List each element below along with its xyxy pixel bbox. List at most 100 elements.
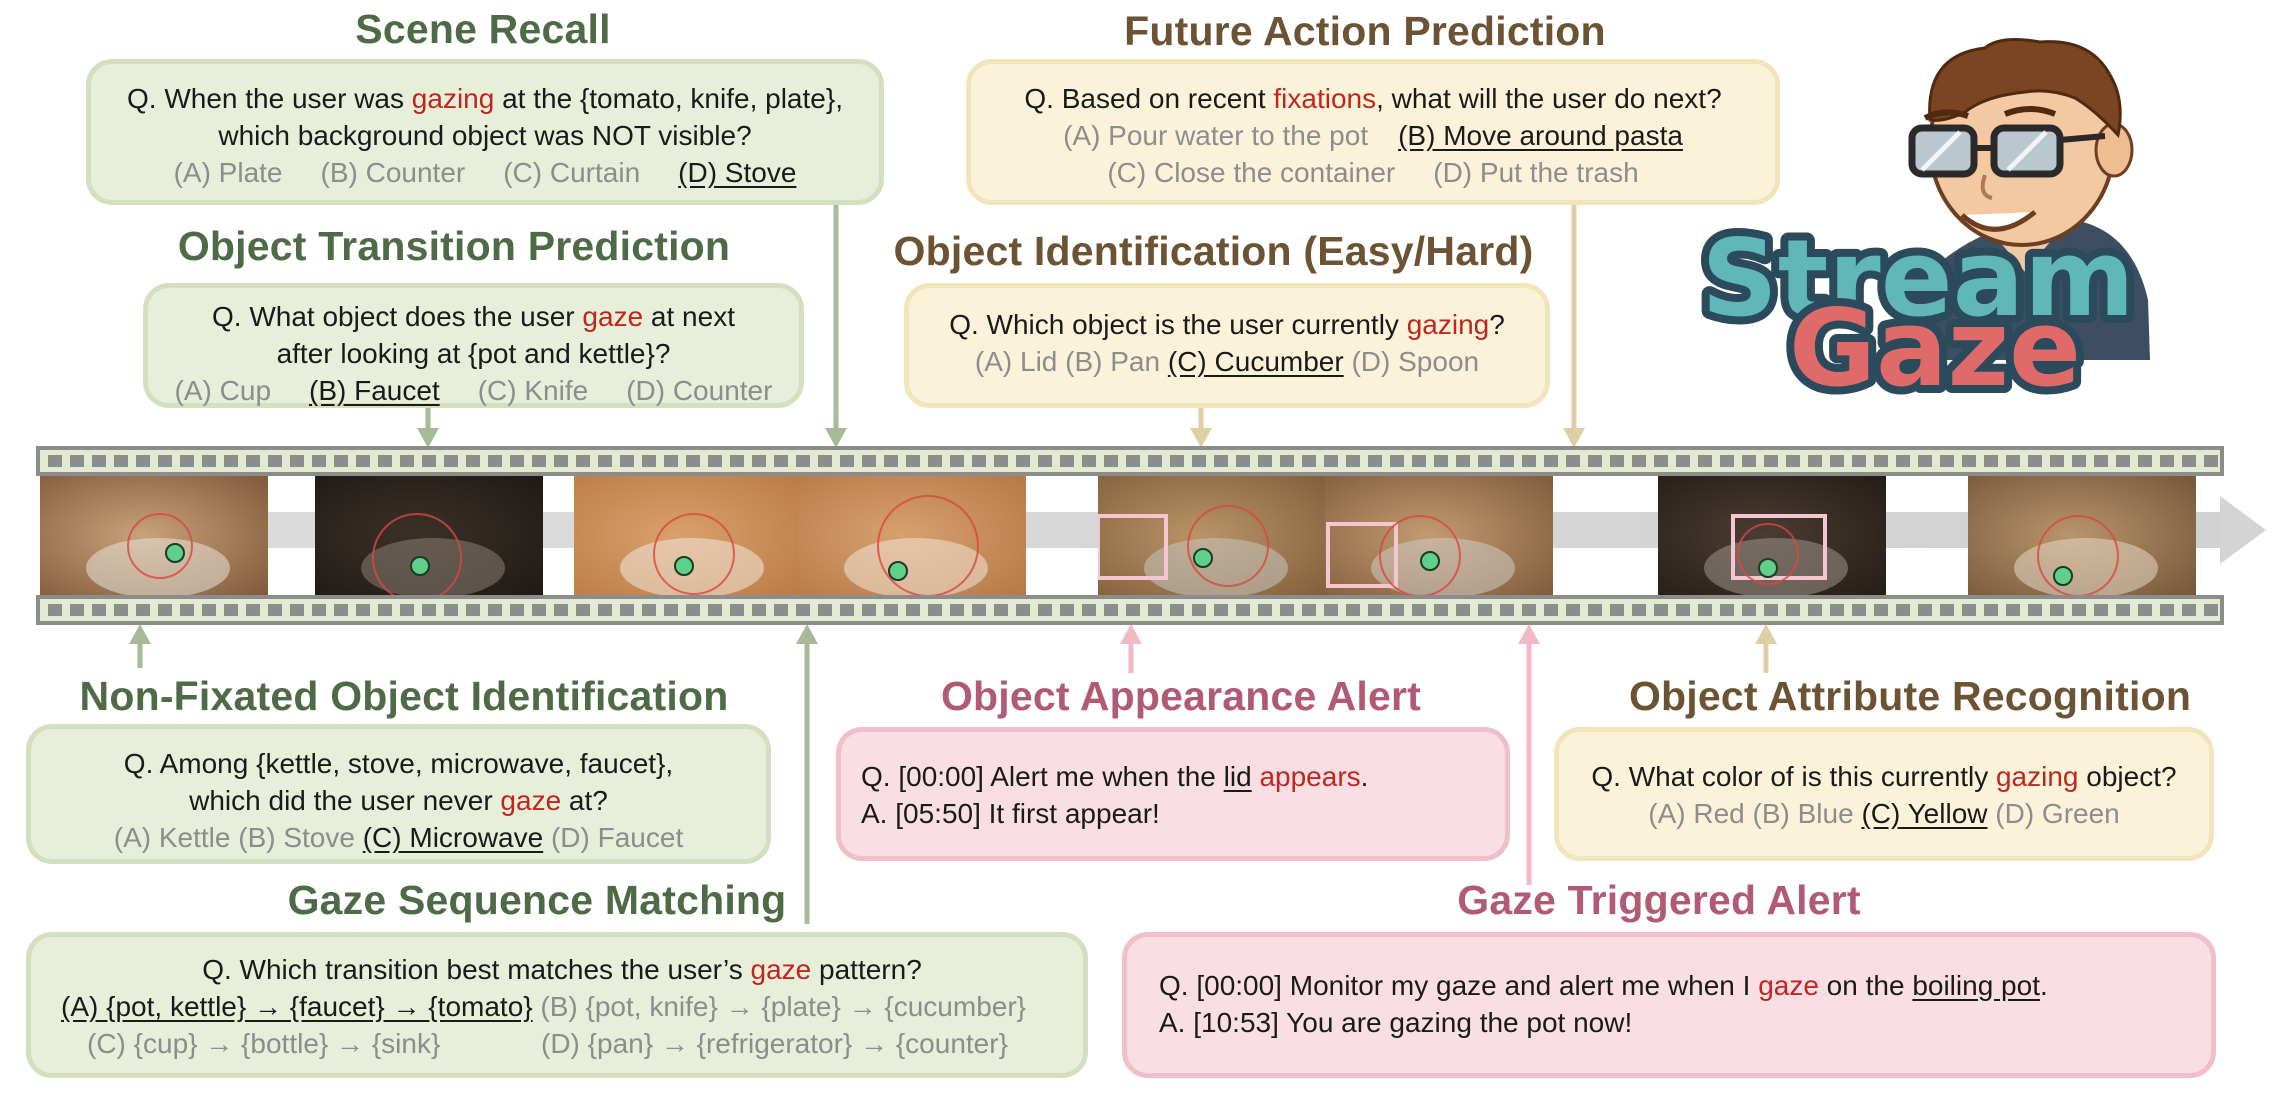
film-perforation <box>202 455 216 467</box>
film-perforation <box>2028 455 2042 467</box>
film-perforation <box>1500 604 1514 616</box>
film-perforation <box>70 604 84 616</box>
question-text: . <box>2039 970 2048 1001</box>
film-perforation <box>466 604 480 616</box>
film-perforation <box>1808 455 1822 467</box>
film-perforation <box>1280 604 1294 616</box>
film-perforation <box>1984 604 1998 616</box>
film-perforation <box>488 604 502 616</box>
film-perforation <box>2006 455 2020 467</box>
film-perforation <box>2138 604 2152 616</box>
film-perforation <box>1060 604 1074 616</box>
film-perforation <box>1896 604 1910 616</box>
question-highlight: gaze <box>500 785 562 816</box>
film-perforation <box>906 604 920 616</box>
option-d: (D) Spoon <box>1351 346 1480 377</box>
gaze-point <box>1193 548 1213 568</box>
film-perforation <box>1588 604 1602 616</box>
film-perforation <box>510 604 524 616</box>
film-perforation <box>1720 604 1734 616</box>
film-perforation <box>1654 455 1668 467</box>
film-perforation <box>290 455 304 467</box>
film-perforation <box>510 455 524 467</box>
film-perforation <box>158 455 172 467</box>
frame-scene-object <box>1144 538 1288 595</box>
film-perforation <box>114 455 128 467</box>
film-perforation <box>444 604 458 616</box>
scene-recall-options: (A) Plate(B) Counter(C) Curtain(D) Stove <box>111 154 859 191</box>
film-perforation <box>1456 455 1470 467</box>
film-perforation <box>1082 455 1096 467</box>
option-b: (B) {pot, knife} → {plate} → {cucumber} <box>540 991 1027 1022</box>
question-text: Q. [00:00] Monitor my gaze and alert me … <box>1159 970 1759 1001</box>
object-transition-box: Q. What object does the user gaze at nex… <box>143 283 804 408</box>
object-transition-options: (A) Cup(B) Faucet(C) Knife(D) Counter <box>168 372 779 409</box>
logo-word-stream: Stream <box>1701 217 2134 340</box>
question-text: , what will the user do next? <box>1376 83 1722 114</box>
film-perforation <box>2028 604 2042 616</box>
film-perforation <box>686 604 700 616</box>
option-c-answer: (C) Yellow <box>1861 798 1988 829</box>
question-text: Q. [00:00] Alert me when the <box>861 761 1224 792</box>
film-perforation <box>1632 455 1646 467</box>
video-frame <box>1325 476 1553 595</box>
film-perforation <box>994 604 1008 616</box>
frame-scene-object <box>844 538 988 595</box>
frame-scene-object <box>361 538 505 595</box>
film-perforation <box>1236 455 1250 467</box>
question-text: which did the user never <box>189 785 501 816</box>
question-text: at? <box>561 785 608 816</box>
film-perforation <box>1214 455 1228 467</box>
film-perforation <box>1698 604 1712 616</box>
triggered-alert-answer: A. [10:53] You are gazing the pot now! <box>1159 1007 1633 1038</box>
film-perforation <box>48 455 62 467</box>
question-text: Q. Which transition best matches the use… <box>202 954 751 985</box>
question-text: on the <box>1818 970 1913 1001</box>
question-highlight: gaze <box>750 954 812 985</box>
gaze-point <box>410 556 430 576</box>
question-text: . <box>1360 761 1369 792</box>
film-perforation <box>180 455 194 467</box>
film-perforation <box>1918 604 1932 616</box>
film-perforation <box>664 455 678 467</box>
option-d-answer: (D) Stove <box>678 157 797 188</box>
film-perforation <box>1236 604 1250 616</box>
question-highlight: gazing <box>1995 761 2079 792</box>
film-perforation <box>1786 604 1800 616</box>
film-perforation <box>312 604 326 616</box>
film-perforation <box>422 455 436 467</box>
film-perforation <box>224 455 238 467</box>
film-perforation <box>1104 604 1118 616</box>
film-perforation <box>2050 604 2064 616</box>
film-perforation <box>1918 455 1932 467</box>
film-perforation <box>994 455 1008 467</box>
sequence-matching-options-1: (A) {pot, kettle} → {faucet} → {tomato} … <box>61 988 1063 1025</box>
film-perforation <box>2116 455 2130 467</box>
film-perforation <box>1742 604 1756 616</box>
film-perforation <box>1566 455 1580 467</box>
object-identification-box: Q. Which object is the user currently ga… <box>904 283 1550 408</box>
film-perforation <box>1390 455 1404 467</box>
film-perforation <box>1698 455 1712 467</box>
film-perforation <box>840 455 854 467</box>
option-c: (C) Curtain <box>503 157 641 188</box>
film-perforation <box>642 455 656 467</box>
film-perforation <box>268 455 282 467</box>
film-perforation <box>1676 455 1690 467</box>
film-perforation <box>1082 604 1096 616</box>
film-perforation <box>422 604 436 616</box>
question-text: Q. When the user was <box>127 83 412 114</box>
option-d: (D) Counter <box>626 375 773 406</box>
film-perforation <box>400 604 414 616</box>
film-perforation <box>1434 604 1448 616</box>
film-perforation <box>1896 455 1910 467</box>
appearance-alert-answer: A. [05:50] It first appear! <box>861 798 1160 829</box>
scene-recall-question: Q. When the user was gazing at the {toma… <box>111 80 859 117</box>
film-perforation <box>664 604 678 616</box>
film-perforation <box>1346 455 1360 467</box>
option-c-answer: (C) Microwave <box>362 822 544 853</box>
film-perforation <box>906 455 920 467</box>
film-perforation <box>972 604 986 616</box>
film-perforation <box>466 455 480 467</box>
video-frame <box>1968 476 2196 595</box>
